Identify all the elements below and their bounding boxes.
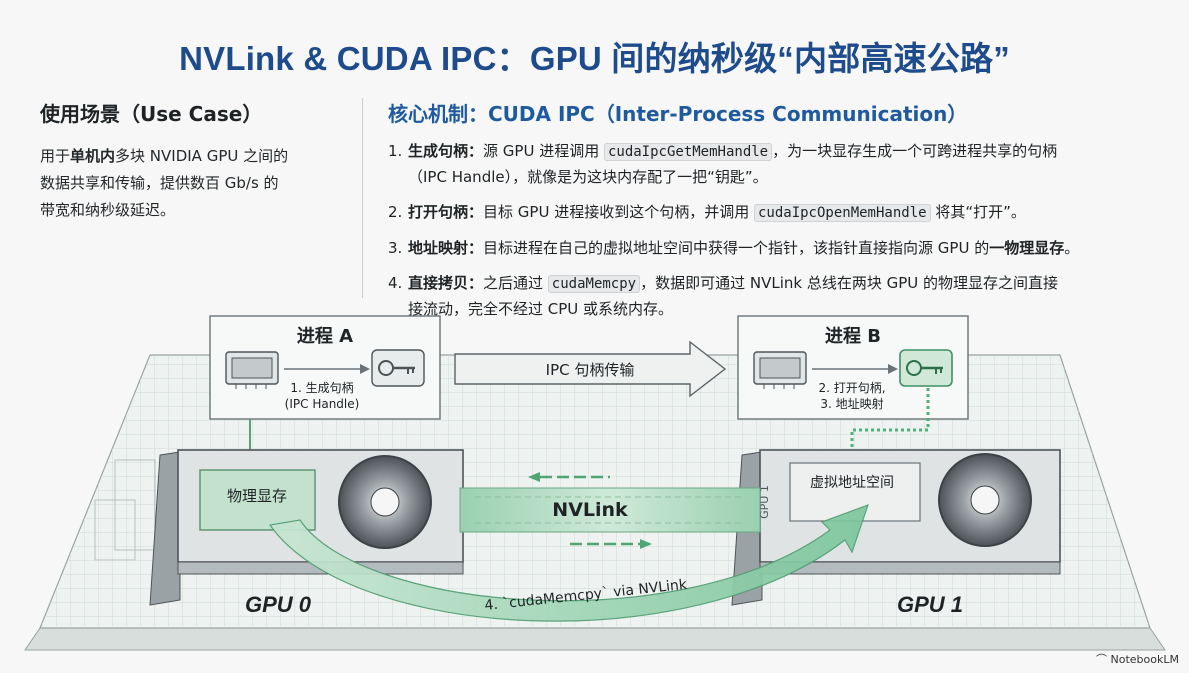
- step-4: 4. 直接拷贝：之后通过 cudaMemcpy，数据即可通过 NVLink 总线…: [388, 274, 1059, 318]
- mechanism-steps: 1. 生成句柄：源 GPU 进程调用 cudaIpcGetMemHandle，为…: [388, 139, 1168, 322]
- process-b-box: 进程 B 2. 打开句柄, 3. 地址映射: [737, 315, 969, 420]
- step-2: 2. 打开句柄：目标 GPU 进程接收到这个句柄，并调用 cudaIpcOpen…: [388, 203, 1026, 222]
- gpu1-label: GPU 1: [897, 592, 963, 617]
- code-get-handle: cudaIpcGetMemHandle: [603, 143, 773, 161]
- nvlink-direction-arrows: [528, 472, 652, 549]
- column-divider: [362, 98, 363, 298]
- code-open-handle: cudaIpcOpenMemHandle: [753, 204, 931, 222]
- process-b-step3: 3. 地址映射: [820, 396, 883, 411]
- nvlink-label: NVLink: [552, 499, 628, 521]
- fan-icon: [338, 455, 432, 549]
- memory-chip-icon: [753, 351, 807, 389]
- fan-icon: [938, 453, 1032, 547]
- process-a-label: 进程 A: [297, 326, 353, 347]
- key-icon: [371, 349, 425, 387]
- gpu0-label: GPU 0: [245, 592, 312, 617]
- physical-memory-block: [199, 469, 316, 531]
- use-case-section: 使用场景（Use Case） 用于单机内多块 NVIDIA GPU 之间的 数据…: [40, 98, 350, 224]
- process-a-box: 进程 A 1. 生成句柄 (IPC Handle): [209, 315, 441, 420]
- nvlink-bridge: NVLink: [459, 487, 761, 533]
- process-b-step2: 2. 打开句柄,: [818, 381, 885, 395]
- ipc-transfer-label: IPC 句柄传输: [546, 361, 635, 379]
- card-side-label: GPU 1: [758, 485, 771, 519]
- key-icon: [899, 349, 953, 387]
- mechanism-section: 核心机制：CUDA IPC（Inter-Process Communicatio…: [388, 98, 1168, 332]
- ipc-transfer-arrow: IPC 句柄传输: [454, 340, 727, 398]
- physical-memory-label: 物理显存: [227, 487, 287, 505]
- use-case-heading: 使用场景（Use Case）: [40, 102, 263, 126]
- gpu0-card: 物理显存: [149, 449, 464, 606]
- ipc-diagram: 进程 A 1. 生成句柄 (IPC Handle) 进程 B: [24, 315, 1166, 651]
- memory-chip-icon: [225, 351, 279, 389]
- mechanism-heading: 核心机制：CUDA IPC（Inter-Process Communicatio…: [388, 102, 968, 126]
- process-a-step1-sub: (IPC Handle): [285, 397, 360, 411]
- process-b-label: 进程 B: [825, 326, 881, 347]
- process-a-step1: 1. 生成句柄: [290, 381, 353, 395]
- gpu1-card: 虚拟地址空间 GPU 1: [731, 449, 1061, 606]
- page-title: NVLink & CUDA IPC：GPU 间的纳秒级“内部高速公路”: [179, 40, 1010, 77]
- handle-open-connector: [850, 388, 930, 462]
- use-case-text: 用于单机内多块 NVIDIA GPU 之间的 数据共享和传输，提供数百 Gb/s…: [40, 147, 289, 219]
- step-3: 3. 地址映射：目标进程在自己的虚拟地址空间中获得一个指针，该指针直接指向源 G…: [388, 239, 1080, 257]
- brand-watermark: ⌒ NotebookLM: [1096, 653, 1179, 666]
- step-1: 1. 生成句柄：源 GPU 进程调用 cudaIpcGetMemHandle，为…: [388, 142, 1058, 186]
- code-memcpy: cudaMemcpy: [547, 275, 641, 293]
- virtual-address-label: 虚拟地址空间: [810, 475, 894, 491]
